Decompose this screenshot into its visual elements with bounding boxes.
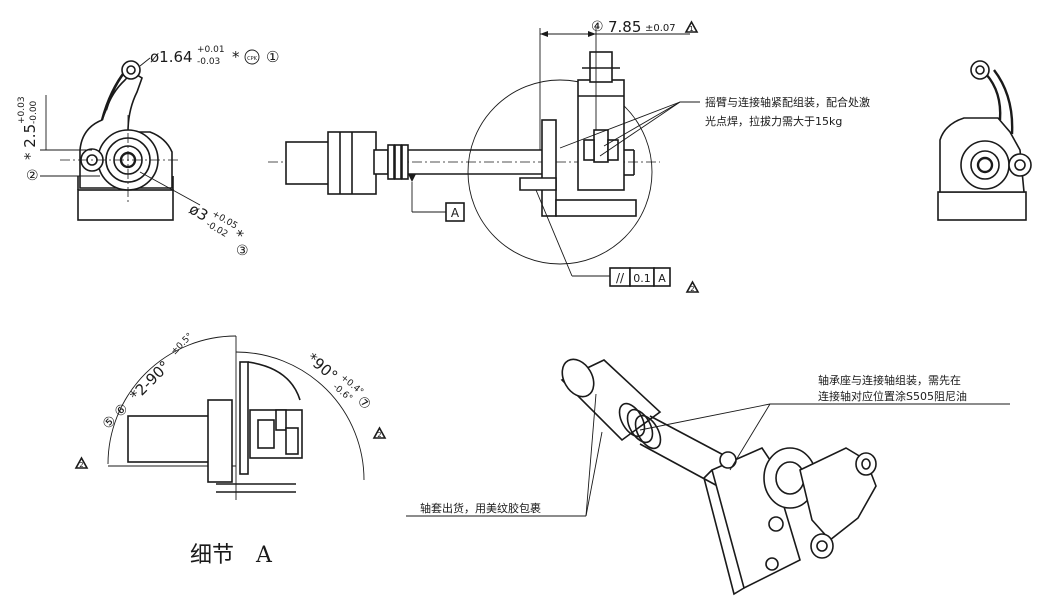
iso-mount-hole-1 bbox=[768, 516, 784, 532]
detail-arc-right bbox=[235, 351, 365, 481]
note-sleeve-packing: 轴套出货，用美纹胶包裹 bbox=[420, 501, 541, 515]
length-tol: ±0.07 bbox=[645, 23, 676, 34]
gdt-parallelism-symbol: // bbox=[616, 271, 625, 285]
shaft-plug bbox=[285, 141, 331, 185]
pivot-hole-tol-upper: +0.01 bbox=[197, 45, 225, 55]
right-view-hub bbox=[960, 140, 1010, 190]
offset-tol-upper: +0.03 bbox=[17, 96, 27, 124]
right-view-small-hole bbox=[1008, 153, 1032, 177]
left-view-pivot-outer bbox=[121, 60, 141, 80]
pivot-hole-star: * bbox=[232, 48, 240, 66]
datum-a-box bbox=[445, 202, 465, 222]
offset-tol-lower: -0.00 bbox=[29, 100, 39, 124]
right-view-base bbox=[937, 191, 1027, 221]
seat-base bbox=[555, 199, 637, 217]
spring-coil-3 bbox=[401, 144, 409, 180]
note-laser-weld-line2: 光点焊，拉拔力需大于15kg bbox=[705, 114, 842, 128]
offset-dim: * 2.5 bbox=[21, 124, 39, 160]
detail-a-label: 细节 A bbox=[190, 543, 273, 568]
left-view-base bbox=[77, 189, 174, 221]
svg-text:2: 2 bbox=[690, 285, 694, 293]
angle1-nums: ⑤ ⑥ bbox=[100, 401, 132, 433]
detail-shaft bbox=[127, 415, 211, 463]
angle1-dim: *2-90° bbox=[126, 357, 173, 404]
note-laser-weld-line1: 摇臂与连接轴紧配组装，配合处激 bbox=[705, 95, 870, 109]
angle2-dim: *90° bbox=[303, 349, 341, 385]
left-view: ø1.64 +0.01 -0.03 * CPK ① * 2.5 +0.03 -0… bbox=[17, 45, 279, 259]
svg-text:1: 1 bbox=[689, 25, 693, 33]
length-dim: 7.85 bbox=[608, 18, 641, 36]
iso-view: 轴承座与连接轴组装，需先在 连接轴对应位置涂S505阻尼油 轴套出货，用美纹胶包… bbox=[406, 358, 1010, 596]
svg-text:2: 2 bbox=[79, 461, 83, 469]
revision-flag-2 bbox=[685, 280, 700, 293]
right-view-pivot bbox=[970, 60, 990, 80]
gdt-parallelism-value: 0.1 bbox=[633, 272, 651, 285]
right-view bbox=[937, 60, 1032, 221]
pivot-hole-dim: ø1.64 bbox=[150, 48, 193, 66]
note-damping-oil-line2: 连接轴对应位置涂S505阻尼油 bbox=[818, 389, 967, 403]
iso-pivot bbox=[810, 533, 834, 559]
iso-bracket-plate bbox=[711, 446, 801, 590]
spring-coil-2 bbox=[394, 144, 402, 180]
pivot-hole-tol-lower: -0.03 bbox=[197, 57, 220, 67]
pivot-hole-num: ① bbox=[266, 48, 279, 66]
length-num: ④ bbox=[591, 19, 604, 35]
cpk-mark: CPK bbox=[247, 56, 258, 62]
shaft-dia-num: ③ bbox=[236, 243, 249, 259]
svg-text:2: 2 bbox=[377, 431, 381, 439]
datum-a-label: A bbox=[451, 206, 460, 220]
detail-circle bbox=[467, 79, 653, 265]
offset-num: ② bbox=[26, 168, 39, 184]
revision-flag-angle2 bbox=[372, 426, 387, 439]
iso-arm bbox=[799, 447, 877, 542]
note-damping-oil-line1: 轴承座与连接轴组装，需先在 bbox=[818, 373, 961, 387]
angle2-num: ⑦ bbox=[354, 393, 374, 413]
detail-arc-left bbox=[107, 335, 237, 465]
revision-flag-angle1 bbox=[74, 456, 89, 469]
spring-coil-1 bbox=[387, 144, 395, 180]
revision-flag-1 bbox=[684, 20, 699, 33]
gdt-parallelism-datum: A bbox=[658, 272, 666, 285]
center-view: A ④ 7.85 ±0.07 1 摇臂与连接轴紧配组装，配合处激 光点焊 bbox=[268, 18, 870, 293]
detail-a-view: ⑤ ⑥ *2-90° ±0.5° 2 *90° +0.4° -0.6° ⑦ 2 … bbox=[74, 331, 387, 568]
iso-mount-hole-2 bbox=[765, 557, 779, 571]
